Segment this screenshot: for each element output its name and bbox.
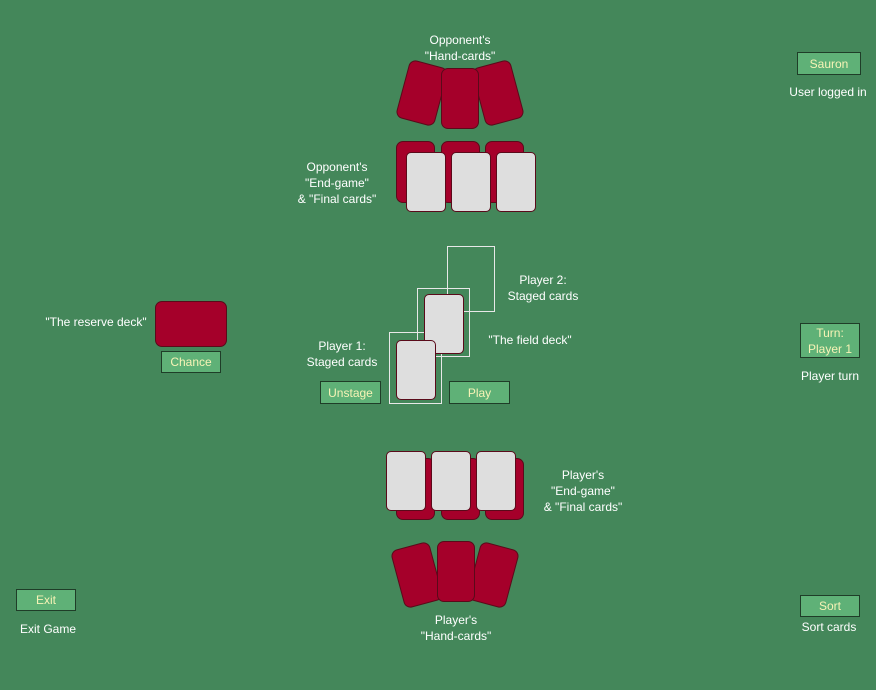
player1-staged-card[interactable]	[396, 340, 436, 400]
play-button[interactable]: Play	[449, 381, 510, 404]
user-status-label: User logged in	[789, 85, 867, 99]
reserve-deck-label: "The reserve deck"	[45, 315, 147, 329]
player-hand-label: Player's "Hand-cards"	[396, 612, 516, 644]
turn-indicator: Turn: Player 1	[800, 323, 860, 358]
opponent-hand-label-line2: "Hand-cards"	[424, 49, 496, 63]
player-turn-label: Player turn	[800, 369, 860, 383]
player-hand-label-line1: Player's	[434, 613, 478, 627]
unstage-button[interactable]: Unstage	[320, 381, 381, 404]
player1-staged-slot[interactable]	[389, 332, 442, 404]
player2-staged-label-line2: Staged cards	[507, 289, 579, 303]
player-endgame-card[interactable]	[431, 451, 471, 511]
sort-button[interactable]: Sort	[800, 595, 860, 617]
field-deck-slot[interactable]	[417, 288, 470, 357]
player-endgame-label-line1: Player's	[561, 468, 605, 482]
opponent-endgame-card[interactable]	[496, 152, 536, 212]
player2-staged-label-line1: Player 2:	[519, 273, 567, 287]
turn-indicator-line2: Player 1	[807, 341, 853, 356]
opponent-hand-label-line1: Opponent's	[429, 33, 491, 47]
chance-button[interactable]: Chance	[161, 351, 221, 373]
player1-staged-label-line1: Player 1:	[318, 339, 366, 353]
field-deck-label: "The field deck"	[488, 333, 572, 347]
player2-staged-label: Player 2: Staged cards	[500, 272, 586, 304]
player-endgame-label-line3: & "Final cards"	[543, 500, 623, 514]
opponent-hand-card[interactable]	[441, 68, 479, 129]
opponent-endgame-label-line2: "End-game"	[305, 176, 369, 190]
player-endgame-card[interactable]	[476, 451, 516, 511]
exit-button[interactable]: Exit	[16, 589, 76, 611]
player-endgame-card[interactable]	[386, 451, 426, 511]
opponent-endgame-card[interactable]	[451, 152, 491, 212]
player1-staged-label-line2: Staged cards	[306, 355, 378, 369]
opponent-hand-label: Opponent's "Hand-cards"	[400, 32, 520, 64]
username-button[interactable]: Sauron	[797, 52, 861, 75]
opponent-endgame-label-line3: & "Final cards"	[297, 192, 377, 206]
player-hand-card[interactable]	[437, 541, 475, 602]
player2-staged-slot[interactable]	[447, 246, 495, 312]
opponent-endgame-label: Opponent's "End-game" & "Final cards"	[282, 159, 392, 207]
reserve-deck[interactable]	[155, 301, 227, 347]
player-endgame-label: Player's "End-game" & "Final cards"	[528, 467, 638, 515]
opponent-endgame-card[interactable]	[406, 152, 446, 212]
sort-cards-label: Sort cards	[801, 620, 857, 634]
player1-staged-label: Player 1: Staged cards	[298, 338, 386, 370]
opponent-hand-card[interactable]	[470, 58, 526, 128]
opponent-endgame-label-line1: Opponent's	[306, 160, 368, 174]
player-hand-label-line2: "Hand-cards"	[420, 629, 492, 643]
player-hand-card[interactable]	[389, 540, 445, 610]
exit-game-label: Exit Game	[19, 622, 76, 636]
turn-indicator-line1: Turn:	[816, 325, 844, 340]
player-endgame-label-line2: "End-game"	[551, 484, 615, 498]
